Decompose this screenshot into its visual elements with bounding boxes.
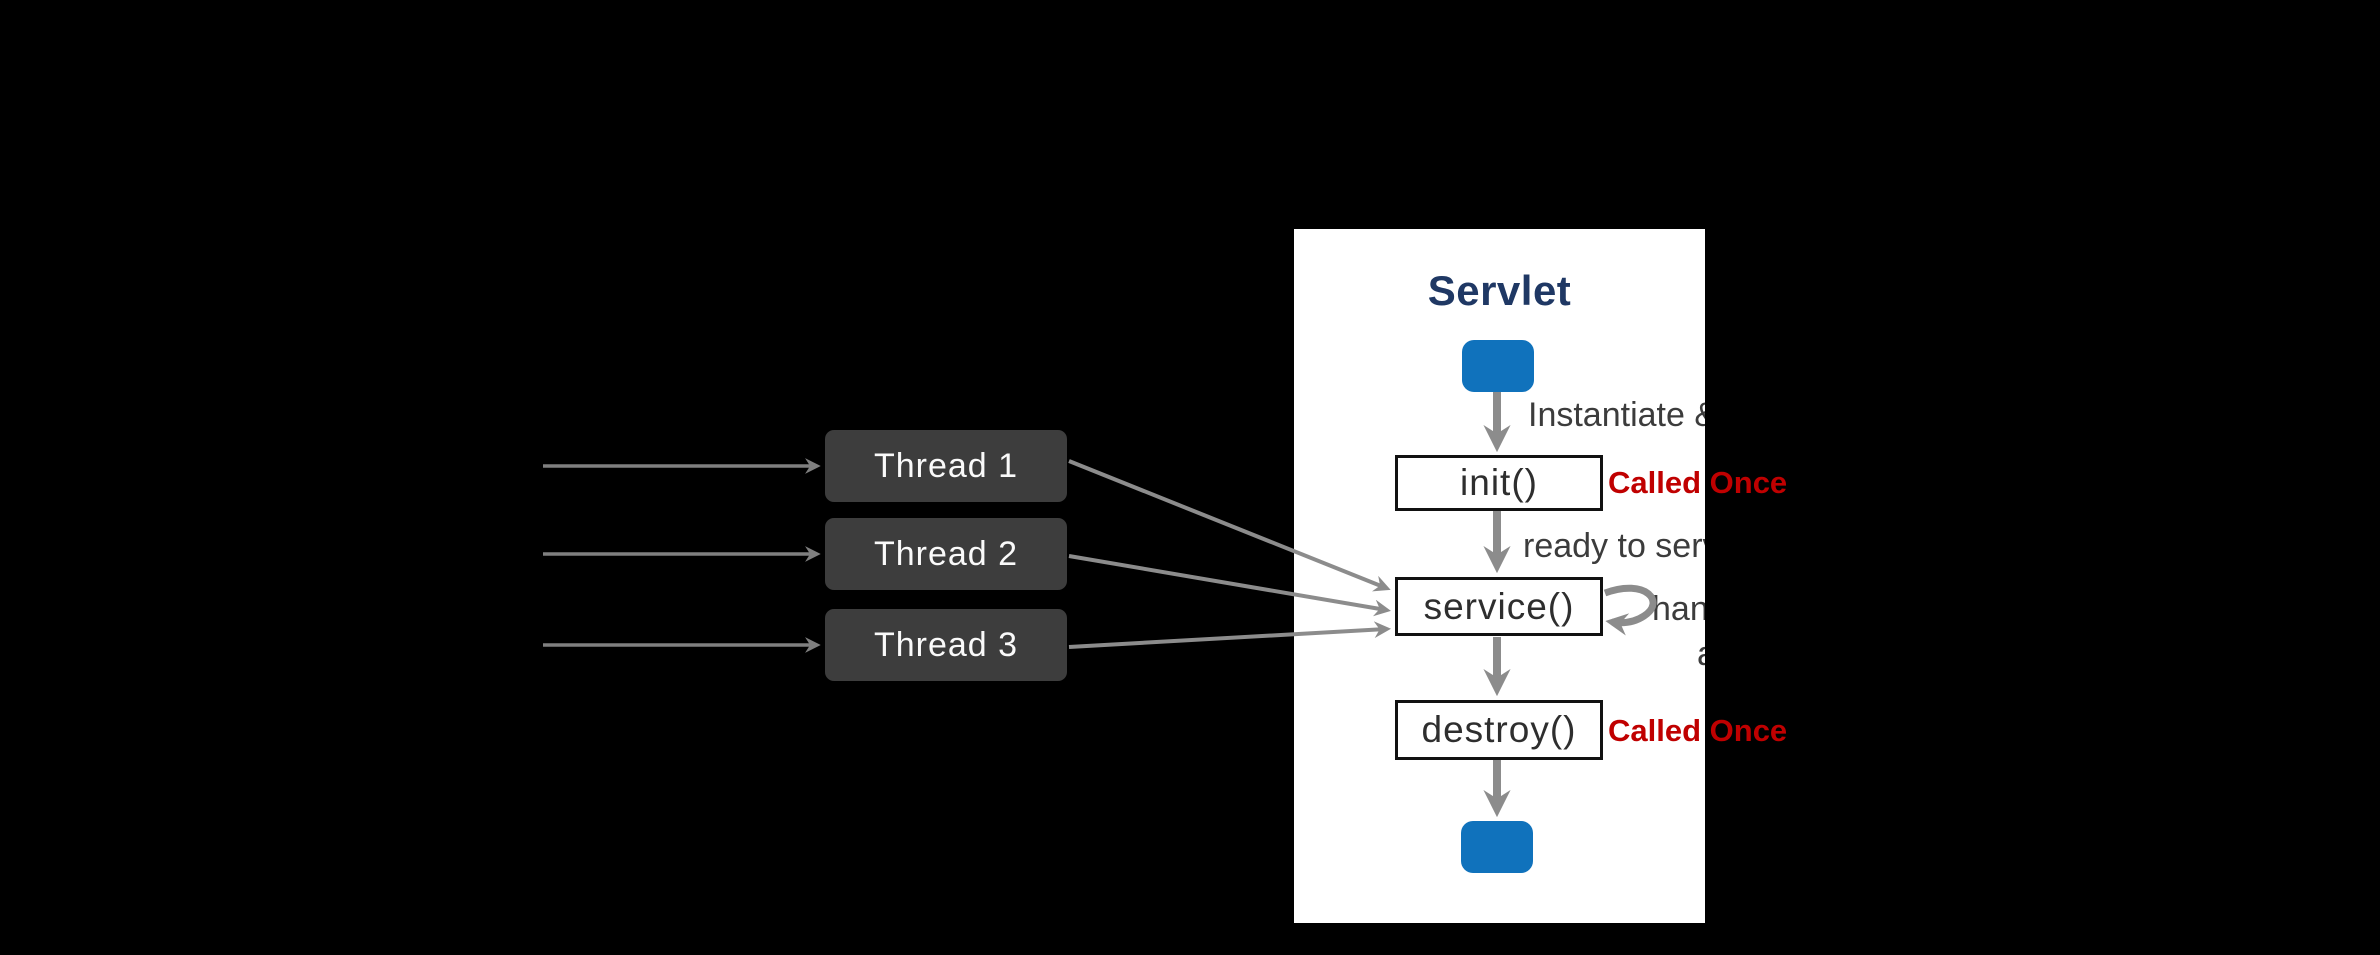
service-box: service() bbox=[1395, 577, 1603, 636]
thread-2-label: Thread 2 bbox=[873, 534, 1019, 573]
service-box-label: service() bbox=[1423, 585, 1575, 627]
thread-1-label: Thread 1 bbox=[873, 446, 1019, 485]
annotation-ready-to-service: ready to serv bbox=[1523, 527, 1705, 565]
thread-2-box: Thread 2 bbox=[825, 518, 1067, 590]
servlet-lifecycle-panel: Servlet Instantiate & init() ready to se… bbox=[1294, 229, 1705, 923]
destroy-box-label: destroy() bbox=[1421, 709, 1577, 750]
called-once-label-init: Called Once bbox=[1608, 465, 1788, 500]
end-node bbox=[1461, 821, 1533, 873]
annotation-instantiate: Instantiate & bbox=[1528, 396, 1705, 434]
panel-title: Servlet bbox=[1427, 267, 1572, 314]
init-box-label: init() bbox=[1460, 462, 1538, 503]
annotation-handle-line2: and bbox=[1697, 637, 1705, 671]
thread-3-label: Thread 3 bbox=[873, 625, 1019, 664]
start-node bbox=[1462, 340, 1534, 392]
init-box: init() bbox=[1395, 455, 1603, 511]
thread-1-box: Thread 1 bbox=[825, 430, 1067, 502]
destroy-box: destroy() bbox=[1395, 700, 1603, 760]
thread-3-box: Thread 3 bbox=[825, 609, 1067, 681]
called-once-label-destroy: Called Once bbox=[1608, 713, 1788, 748]
